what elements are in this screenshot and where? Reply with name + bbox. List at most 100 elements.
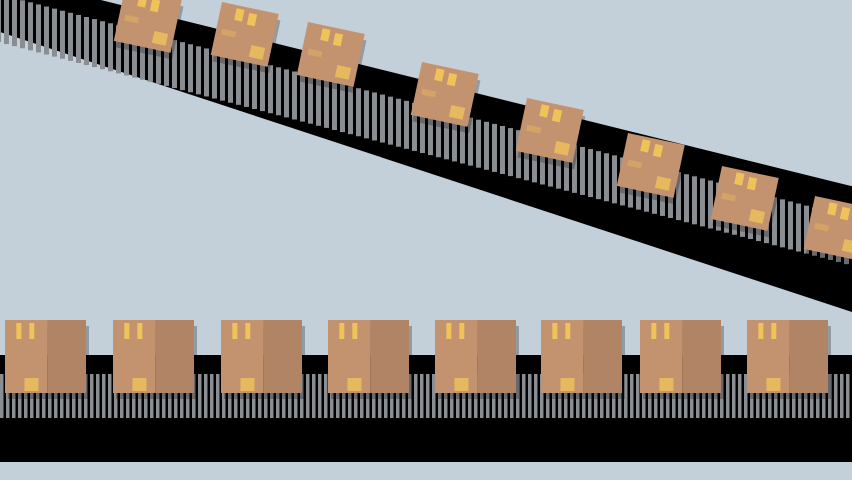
box-tape [124, 323, 130, 339]
roller [596, 151, 601, 200]
roller [570, 374, 574, 418]
cardboard-box [803, 196, 852, 268]
roller [108, 23, 113, 72]
roller [390, 374, 394, 418]
box-tape [839, 206, 851, 221]
box-label [841, 239, 852, 254]
roller [186, 374, 190, 418]
roller [508, 128, 513, 177]
roller [308, 75, 313, 124]
roller [624, 374, 628, 418]
box-side [370, 320, 409, 393]
cardboard-box [113, 0, 184, 60]
roller [648, 374, 652, 418]
roller [732, 374, 736, 418]
roller [786, 374, 790, 418]
roller [492, 374, 496, 418]
roller [228, 54, 233, 103]
roller [546, 374, 550, 418]
roller [366, 374, 370, 418]
box-tape [664, 323, 670, 339]
roller [66, 374, 70, 418]
roller [348, 86, 353, 135]
roller [630, 374, 634, 418]
roller [20, 0, 25, 49]
roller [162, 374, 166, 418]
box-tape [565, 323, 571, 339]
box-tape [320, 28, 331, 42]
roller [696, 374, 700, 418]
box-print [721, 192, 737, 202]
roller [774, 374, 778, 418]
roller [804, 205, 809, 254]
box-tape [339, 323, 345, 339]
cardboard-box [616, 133, 687, 205]
roller [180, 374, 184, 418]
roller [24, 374, 28, 418]
box-tape [434, 68, 445, 82]
roller [402, 374, 406, 418]
cardboard-box [410, 62, 481, 134]
box-side [477, 320, 516, 393]
roller [522, 374, 526, 418]
roller [642, 374, 646, 418]
roller [324, 374, 328, 418]
roller [726, 374, 730, 418]
roller [804, 374, 808, 418]
box-tape [552, 323, 558, 339]
roller [396, 374, 400, 418]
roller [588, 374, 592, 418]
roller [336, 374, 340, 418]
roller [372, 92, 377, 141]
box-tape [245, 323, 251, 339]
roller [510, 374, 514, 418]
roller [44, 6, 49, 55]
roller [92, 19, 97, 68]
roller [42, 374, 46, 418]
roller [76, 14, 81, 63]
roller [54, 374, 58, 418]
box-print [307, 48, 323, 58]
roller [164, 37, 169, 86]
roller [834, 374, 838, 418]
roller [690, 374, 694, 418]
box-tape [352, 323, 358, 339]
roller [240, 374, 244, 418]
roller [378, 374, 382, 418]
roller [148, 33, 153, 82]
box-label [151, 31, 169, 46]
roller [354, 374, 358, 418]
roller [18, 374, 22, 418]
roller [684, 174, 689, 223]
roller [772, 197, 777, 246]
roller [300, 374, 304, 418]
box-label [448, 105, 466, 120]
box-tape [459, 323, 465, 339]
cardboard-box [435, 320, 519, 399]
box-tape [827, 202, 838, 216]
box-print [221, 28, 237, 38]
roller [260, 63, 265, 112]
roller [404, 100, 409, 149]
box-tape [640, 139, 651, 153]
roller [270, 374, 274, 418]
box-tape [651, 323, 657, 339]
box-tape [539, 104, 550, 118]
box-print [814, 222, 830, 232]
roller [312, 374, 316, 418]
box-tape [446, 323, 452, 339]
box-tape [746, 176, 758, 191]
box-tape [137, 0, 148, 8]
roller [360, 374, 364, 418]
roller [700, 178, 705, 227]
roller [450, 374, 454, 418]
roller [636, 374, 640, 418]
roller [792, 374, 796, 418]
box-side [155, 320, 194, 393]
roller [528, 374, 532, 418]
box-tape [771, 323, 777, 339]
roller [816, 374, 820, 418]
roller [72, 374, 76, 418]
roller [222, 374, 226, 418]
roller [498, 374, 502, 418]
